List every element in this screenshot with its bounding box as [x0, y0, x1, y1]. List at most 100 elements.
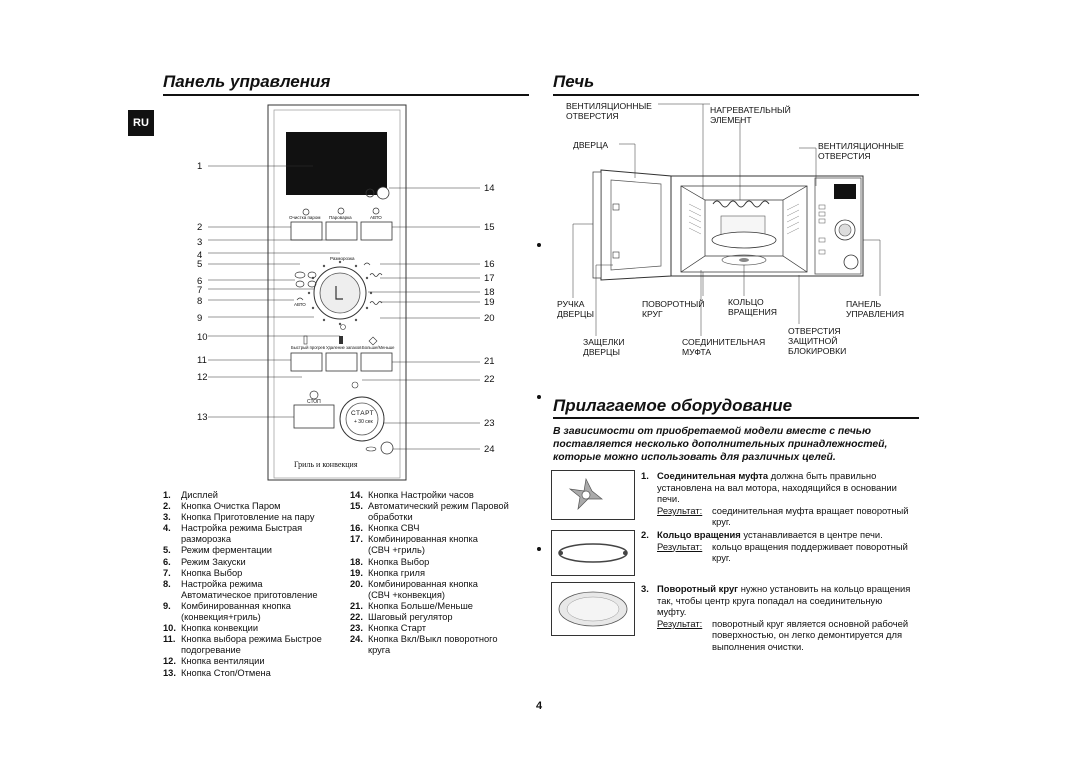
callout-number: 16 — [484, 259, 495, 270]
legend-row: 12.Кнопка вентиляции — [163, 656, 265, 667]
label-door: ДВЕРЦА — [573, 140, 609, 150]
stop-button — [293, 404, 335, 429]
label-deodorize: Удаление запахов — [326, 345, 362, 350]
label-more-less: Больше/Меньше — [362, 345, 395, 350]
panel-footer-label: Гриль и конвекция — [294, 460, 358, 469]
callout-number: 15 — [484, 222, 495, 233]
callout-number: 14 — [484, 183, 495, 194]
legend-row: 23.Кнопка Старт — [350, 623, 427, 634]
left-title-rule — [163, 94, 529, 96]
legend-row: 22.Шаговый регулятор — [350, 612, 453, 623]
callout-number: 18 — [484, 287, 495, 298]
margin-bullet — [537, 395, 541, 399]
legend-row: 1.Дисплей — [163, 490, 218, 500]
legend-row: Автоматическое приготовление — [181, 589, 318, 600]
label-steam-cook: Пароварка — [329, 215, 352, 220]
callout-number: 5 — [197, 259, 203, 270]
accessories-title: Прилагаемое оборудование — [553, 396, 793, 415]
accessories-intro: В зависимости от приобретаемой модели вм… — [553, 426, 888, 463]
steam-cook-button — [325, 221, 358, 241]
deodorize-button — [325, 352, 358, 372]
coupler-image-box — [551, 470, 635, 520]
legend-row: 19.Кнопка гриля — [350, 567, 425, 578]
callout-number: 24 — [484, 444, 495, 455]
mode-dial — [319, 272, 361, 314]
control-panel-diagram — [208, 104, 480, 481]
more-less-button — [360, 352, 393, 372]
legend-row: 2.Кнопка Очистка Паром — [163, 501, 281, 512]
legend-row: 14.Кнопка Настройки часов — [350, 490, 474, 500]
turntable-image-box — [551, 582, 635, 636]
legend-row: 16.Кнопка СВЧ — [350, 523, 420, 534]
label-defrost: Разморозка — [330, 256, 355, 261]
legend-row: разморозка — [181, 534, 232, 545]
callout-number: 9 — [197, 313, 203, 324]
oven-diagram — [572, 103, 881, 336]
legend-row: 5.Режим ферментации — [163, 545, 272, 556]
page-number: 4 — [536, 700, 543, 712]
legend-row: 17.Комбинированная кнопка — [350, 534, 478, 545]
steam-clean-button — [290, 221, 323, 241]
legend-row: обработки — [368, 512, 413, 523]
accessories-title-rule — [553, 417, 919, 419]
legend-row: 6.Режим Закуски — [163, 556, 246, 567]
legend-row: 10.Кнопка конвекции — [163, 623, 259, 634]
callout-number: 22 — [484, 374, 495, 385]
clock-button — [376, 186, 390, 200]
clock-icon — [365, 188, 375, 198]
right-section-title: Печь — [553, 72, 595, 91]
door-latch-top — [612, 203, 620, 211]
oven-turntable — [711, 231, 777, 249]
language-badge: RU — [128, 110, 154, 136]
legend-row: 20.Комбинированная кнопка — [350, 578, 478, 589]
coupler-icon — [568, 477, 603, 511]
legend-row: 24.Кнопка Вкл/Выкл поворотного — [350, 634, 498, 645]
legend-row: (СВЧ +конвекция) — [368, 589, 445, 600]
callout-number: 2 — [197, 222, 203, 233]
margin-bullet — [537, 243, 541, 247]
legend-row: 4.Настройка режима Быстрая — [163, 523, 303, 534]
accessory-item-2: 2.Кольцо вращения устанавливается в цент… — [641, 529, 908, 564]
callout-number: 1 — [197, 161, 203, 172]
callout-number: 17 — [484, 273, 495, 284]
door-latch-bottom — [612, 251, 620, 259]
start-knob — [345, 402, 379, 436]
callout-number: 10 — [197, 332, 208, 343]
right-title-rule — [553, 94, 919, 96]
stop-icon — [309, 390, 319, 400]
left-section-title: Панель управления — [163, 72, 331, 91]
callout-number: 12 — [197, 372, 208, 383]
turntable-toggle-button — [380, 441, 394, 455]
label-auto-top: АВТО — [370, 215, 382, 220]
callout-number: 6 — [197, 276, 203, 287]
accessory-item-1: 1.Соединительная муфта должна быть прави… — [641, 470, 909, 528]
callout-number: 8 — [197, 296, 203, 307]
auto-steam-button — [360, 221, 393, 241]
legend-row: 18.Кнопка Выбор — [350, 556, 430, 567]
margin-bullet — [537, 547, 541, 551]
label-auto-dial: АВТО — [294, 302, 306, 307]
display-screen — [286, 132, 387, 195]
label-stop: СТОП — [307, 399, 321, 405]
legend-row: 3.Кнопка Приготовление на пару — [163, 512, 315, 523]
legend-row: 7.Кнопка Выбор — [163, 567, 243, 578]
callout-number: 13 — [197, 412, 208, 423]
ring-image-box — [551, 530, 635, 576]
fast-heat-button — [290, 352, 323, 372]
roller-ring-icon — [558, 543, 628, 563]
accessory-item-3: 3.Поворотный круг нужно установить на ко… — [641, 583, 911, 652]
legend-row: 13.Кнопка Стоп/Отмена — [163, 667, 271, 678]
oven-display — [834, 184, 856, 199]
callout-number: 20 — [484, 313, 495, 324]
